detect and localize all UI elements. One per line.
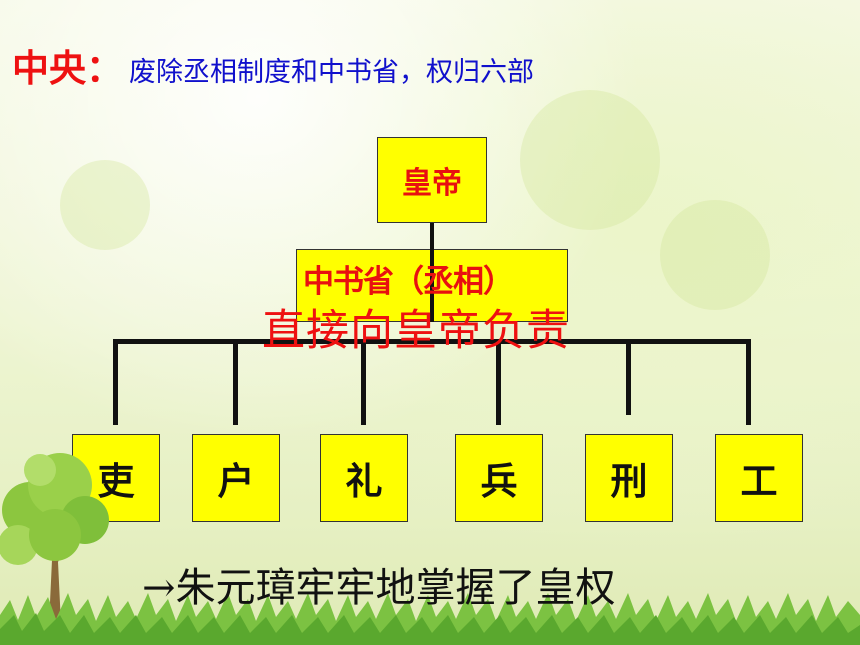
emperor-label: 皇帝: [402, 166, 462, 201]
conclusion-text: →朱元璋牢牢地掌握了皇权: [142, 565, 616, 611]
tree-illustration: [0, 453, 109, 645]
dept-connector-line: [626, 339, 631, 415]
dept-box-bing-war: 兵: [455, 434, 543, 522]
background-bokeh: [520, 90, 660, 230]
dept-label: 户: [217, 460, 255, 503]
dept-connector-line: [113, 339, 118, 425]
slide-title: 中央：废除丞相制度和中书省，权归六部: [12, 38, 534, 92]
dept-label: 工: [740, 460, 778, 503]
dept-label: 兵: [480, 460, 518, 503]
dept-connector-line: [233, 339, 238, 425]
dept-box-gong-works: 工: [715, 434, 803, 522]
dept-connector-line: [361, 339, 366, 425]
horizontal-bar-line: [113, 339, 751, 344]
dept-label: 吏: [97, 460, 135, 503]
dept-label: 刑: [610, 460, 648, 503]
dept-box-li-personnel: 吏: [72, 434, 160, 522]
zhongshu-box-right: [433, 249, 568, 322]
emperor-connector-line: [430, 223, 434, 249]
direct-report-text: 直接向皇帝负责: [262, 306, 570, 356]
background-bokeh: [660, 200, 770, 310]
dept-box-hu-revenue: 户: [192, 434, 280, 522]
dept-connector-line: [496, 339, 501, 425]
dept-box-li-rites: 礼: [320, 434, 408, 522]
background-bokeh: [60, 160, 150, 250]
title-text: 废除丞相制度和中书省，权归六部: [129, 57, 534, 88]
zhongshu-divider-line: [430, 249, 434, 322]
grass-border: [0, 593, 860, 645]
dept-label: 礼: [345, 460, 383, 503]
zhongshu-label: 中书省（丞相）: [303, 264, 514, 300]
dept-box-xing-justice: 刑: [585, 434, 673, 522]
title-keyword: 中央：: [12, 47, 123, 90]
emperor-box: 皇帝: [377, 137, 487, 223]
dept-connector-line: [746, 339, 751, 425]
